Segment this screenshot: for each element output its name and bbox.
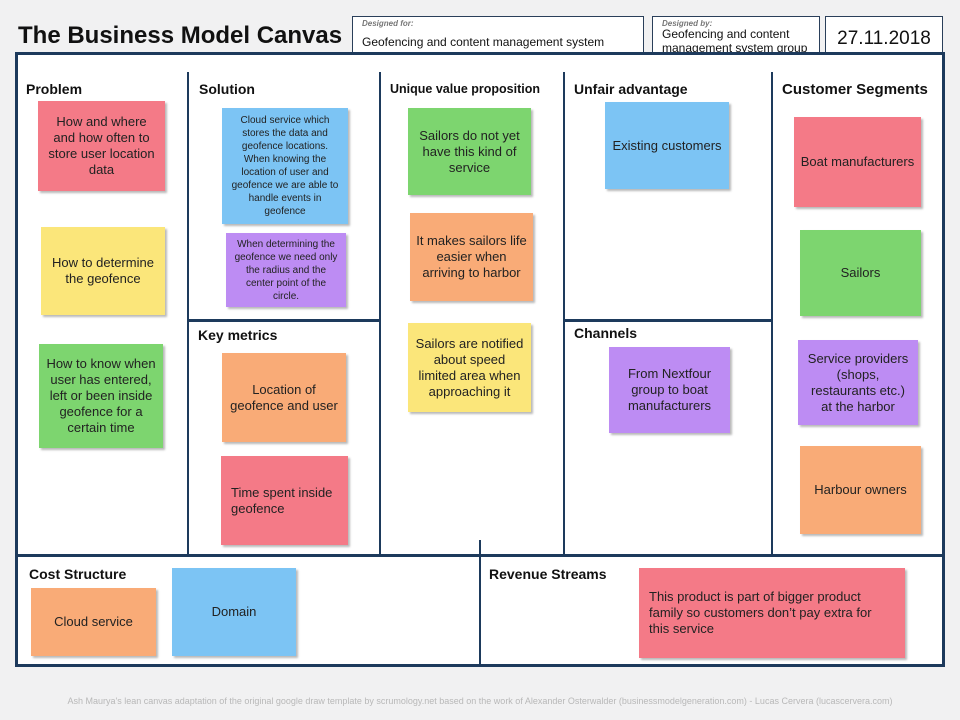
note-text: Existing customers bbox=[612, 137, 722, 153]
sticky-note[interactable]: Location of geofence and user bbox=[222, 353, 346, 442]
channels-heading: Channels bbox=[574, 325, 638, 341]
note-text: When determining the geofence we need on… bbox=[234, 238, 338, 302]
note-text: Harbour owners bbox=[814, 482, 907, 497]
divider-uvp-advantage bbox=[563, 72, 565, 555]
note-text: Cloud service which stores the data and … bbox=[231, 115, 339, 217]
note-text: It makes sailors life easier when arrivi… bbox=[416, 233, 527, 280]
sticky-note[interactable]: It makes sailors life easier when arrivi… bbox=[410, 213, 533, 301]
designed-for-value: Geofencing and content management system bbox=[362, 35, 605, 49]
sticky-note[interactable]: From Nextfour group to boat manufacturer… bbox=[609, 347, 730, 433]
sticky-note[interactable]: Existing customers bbox=[605, 102, 729, 189]
sticky-note[interactable]: When determining the geofence we need on… bbox=[226, 233, 346, 307]
uvp-heading: Unique value proposition bbox=[390, 82, 541, 96]
cost-structure-heading: Cost Structure bbox=[29, 566, 127, 582]
sticky-note[interactable]: How and where and how often to store use… bbox=[38, 101, 165, 191]
note-text: Location of geofence and user bbox=[230, 381, 338, 413]
divider-advantage-channels bbox=[564, 319, 772, 322]
sticky-note[interactable]: Sailors are notified about speed limited… bbox=[408, 323, 531, 412]
sticky-note[interactable]: Cloud service bbox=[31, 588, 156, 656]
note-text: Sailors do not yet have this kind of ser… bbox=[419, 127, 520, 175]
note-text: Domain bbox=[211, 604, 257, 619]
sticky-note[interactable]: Harbour owners bbox=[800, 446, 921, 534]
footer-credits: Ash Maurya's lean canvas adaptation of t… bbox=[67, 696, 893, 706]
unfair-advantage-heading: Unfair advantage bbox=[574, 81, 688, 97]
note-text: How to determine the geofence bbox=[52, 255, 154, 286]
note-text: This product is part of bigger product f… bbox=[649, 589, 872, 636]
note-text: How to know when user has entered, left … bbox=[46, 356, 156, 435]
problem-heading: Problem bbox=[26, 81, 83, 97]
note-text: Sailors are notified about speed limited… bbox=[415, 335, 524, 399]
divider-advantage-segments bbox=[771, 72, 773, 555]
note-text: Service providers (shops, restaurants et… bbox=[807, 350, 909, 414]
sticky-note[interactable]: This product is part of bigger product f… bbox=[639, 568, 905, 658]
sticky-note[interactable]: Cloud service which stores the data and … bbox=[222, 108, 348, 224]
sticky-note[interactable]: How to determine the geofence bbox=[41, 227, 165, 315]
sticky-note[interactable]: Time spent inside geofence bbox=[221, 456, 348, 545]
key-metrics-heading: Key metrics bbox=[198, 327, 278, 343]
note-text: Sailors bbox=[840, 265, 881, 280]
note-text: Cloud service bbox=[54, 614, 133, 629]
designed-by-caption: Designed by: bbox=[662, 19, 713, 28]
designed-by-value: Geofencing and content management system… bbox=[662, 27, 808, 55]
sticky-note[interactable]: Sailors bbox=[800, 230, 921, 316]
sticky-note[interactable]: How to know when user has entered, left … bbox=[39, 344, 163, 448]
sticky-note[interactable]: Boat manufacturers bbox=[794, 117, 921, 207]
divider-solution-metrics bbox=[188, 319, 380, 322]
note-text: Time spent inside geofence bbox=[231, 484, 333, 516]
designed-for-caption: Designed for: bbox=[362, 19, 414, 28]
note-text: From Nextfour group to boat manufacturer… bbox=[627, 366, 712, 413]
solution-heading: Solution bbox=[199, 81, 255, 97]
divider-solution-uvp bbox=[379, 72, 381, 555]
customer-segments-heading: Customer Segments bbox=[782, 81, 928, 98]
sticky-note[interactable]: Sailors do not yet have this kind of ser… bbox=[408, 108, 531, 195]
page-title: The Business Model Canvas bbox=[18, 22, 343, 49]
divider-problem-solution bbox=[187, 72, 189, 555]
sticky-note[interactable]: Domain bbox=[172, 568, 296, 656]
divider-cost-revenue bbox=[479, 540, 481, 665]
revenue-streams-heading: Revenue Streams bbox=[489, 566, 607, 582]
note-text: Boat manufacturers bbox=[800, 154, 915, 169]
note-text: How and where and how often to store use… bbox=[48, 114, 155, 177]
sticky-note[interactable]: Service providers (shops, restaurants et… bbox=[798, 340, 918, 425]
